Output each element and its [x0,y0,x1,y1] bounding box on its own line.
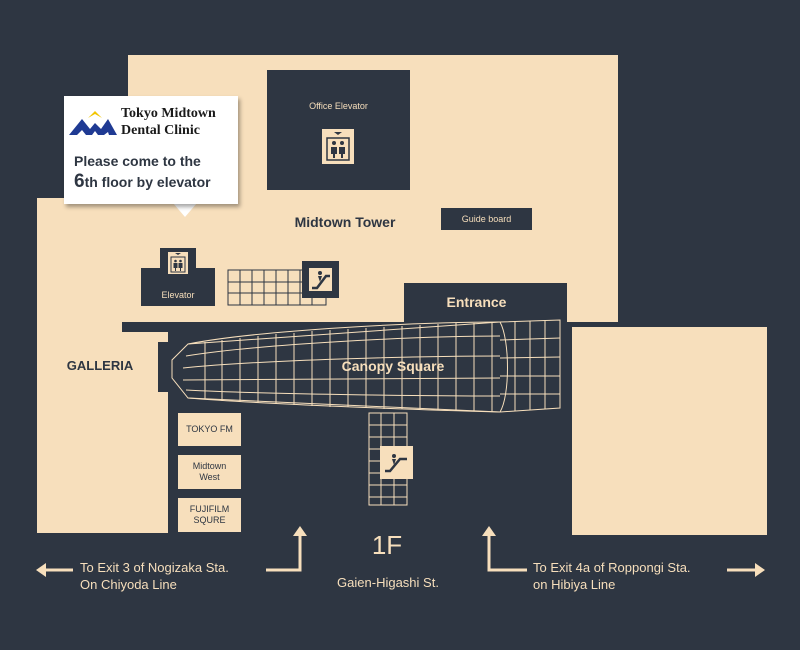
guide-board: Guide board [441,208,532,230]
arrow-up-icon [482,526,527,572]
office-elevator-label: Office Elevator [309,101,368,111]
clinic-name-line1: Tokyo Midtown [121,106,216,121]
midtown-tower-label: Midtown Tower [294,214,396,230]
east-building [572,327,767,535]
entrance-label: Entrance [446,294,507,310]
arrow-right-icon [727,563,765,577]
elevator-icon [322,129,354,164]
arrow-left-icon [36,563,73,577]
galleria-door [158,342,170,392]
left-direction-line2: On Chiyoda Line [80,577,177,592]
shop-tokyo-fm: TOKYO FM [177,412,242,447]
floor-label: 1F [371,530,403,560]
elevator-block-base [141,268,215,306]
shop-fujifilm-square: FUJIFILM SQURE [177,497,242,533]
canopy-square-label: Canopy Square [341,358,445,374]
galleria-building [37,198,168,533]
callout-tail [173,203,197,217]
escalator-icon [380,446,413,479]
shop-midtown-west: Midtown West [177,454,242,490]
right-direction-line1: To Exit 4a of Roppongi Sta. [533,560,691,575]
left-direction-line1: To Exit 3 of Nogizaka Sta. [80,560,229,575]
callout-message-line2: 6th floor by elevator [74,171,211,193]
logo-mountain-icon [69,111,117,135]
callout-message-rest: th floor by elevator [84,174,211,190]
street-label: Gaien-Higashi St. [337,575,439,590]
elevator-icon [168,252,188,274]
right-direction-line2: on Hibiya Line [533,577,616,592]
elevator-label: Elevator [161,290,195,300]
callout-message-line1: Please come to the [74,153,201,169]
floor-number: 6 [74,171,85,192]
galleria-label: GALLERIA [66,358,134,373]
arrow-up-icon [266,526,307,572]
escalator-icon [302,261,339,298]
clinic-name-line2: Dental Clinic [121,123,200,138]
corridor [122,322,172,332]
clinic-callout: Tokyo Midtown Dental Clinic Please come … [64,96,238,204]
